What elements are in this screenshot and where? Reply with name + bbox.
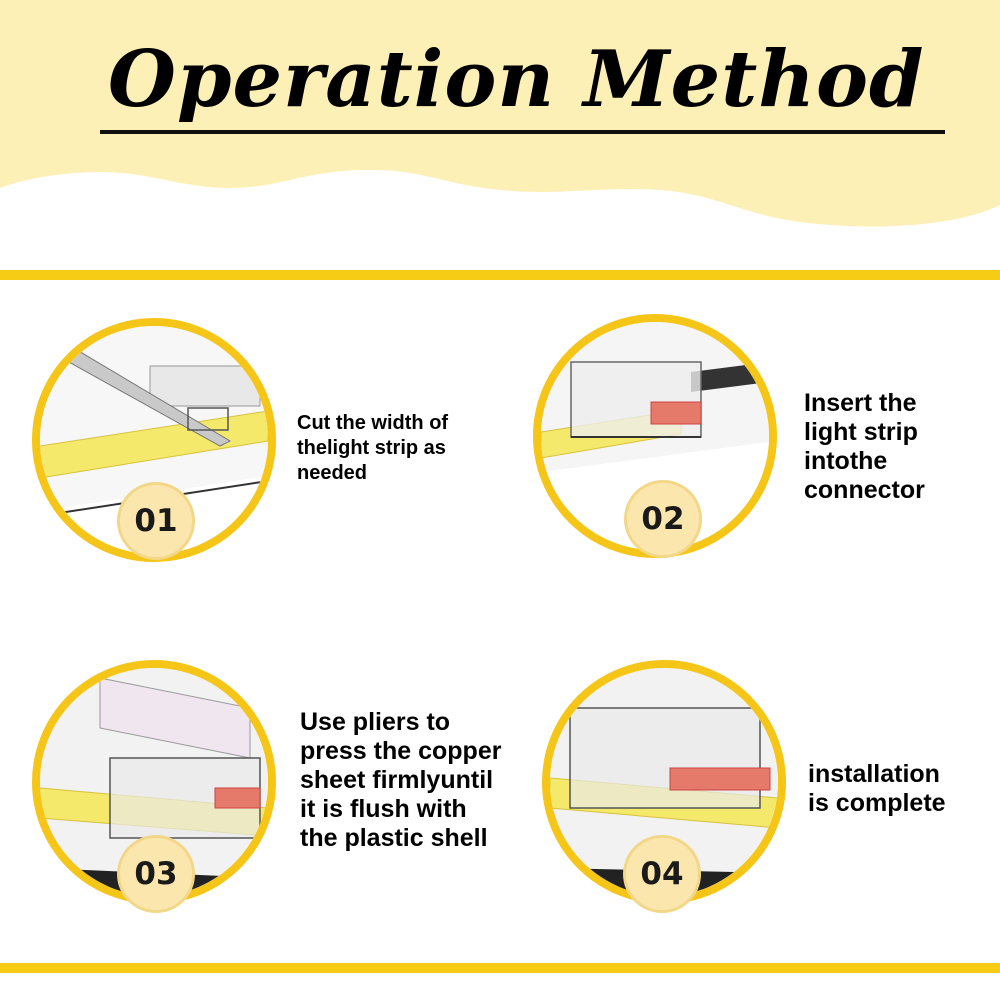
step-1-text: Cut the width of thelight strip as neede… — [297, 412, 449, 484]
step-1-number-badge: 01 — [117, 482, 195, 560]
bottom-divider — [0, 963, 1000, 973]
page-title: Operation Method — [108, 34, 925, 125]
step-2-text: Insert the light strip intothe connector — [804, 389, 925, 504]
step-3-number-badge: 03 — [117, 835, 195, 913]
step-1-illustration — [32, 318, 276, 562]
step-3-text: Use pliers to press the copper sheet fir… — [300, 708, 502, 852]
header-wave-background — [0, 0, 1000, 227]
step-4-illustration — [542, 660, 786, 904]
title-underline — [100, 130, 945, 134]
step-2-number-badge: 02 — [624, 480, 702, 558]
step-4-number-badge: 04 — [623, 835, 701, 913]
step-4-text: installation is complete — [808, 760, 946, 817]
top-divider — [0, 270, 1000, 280]
